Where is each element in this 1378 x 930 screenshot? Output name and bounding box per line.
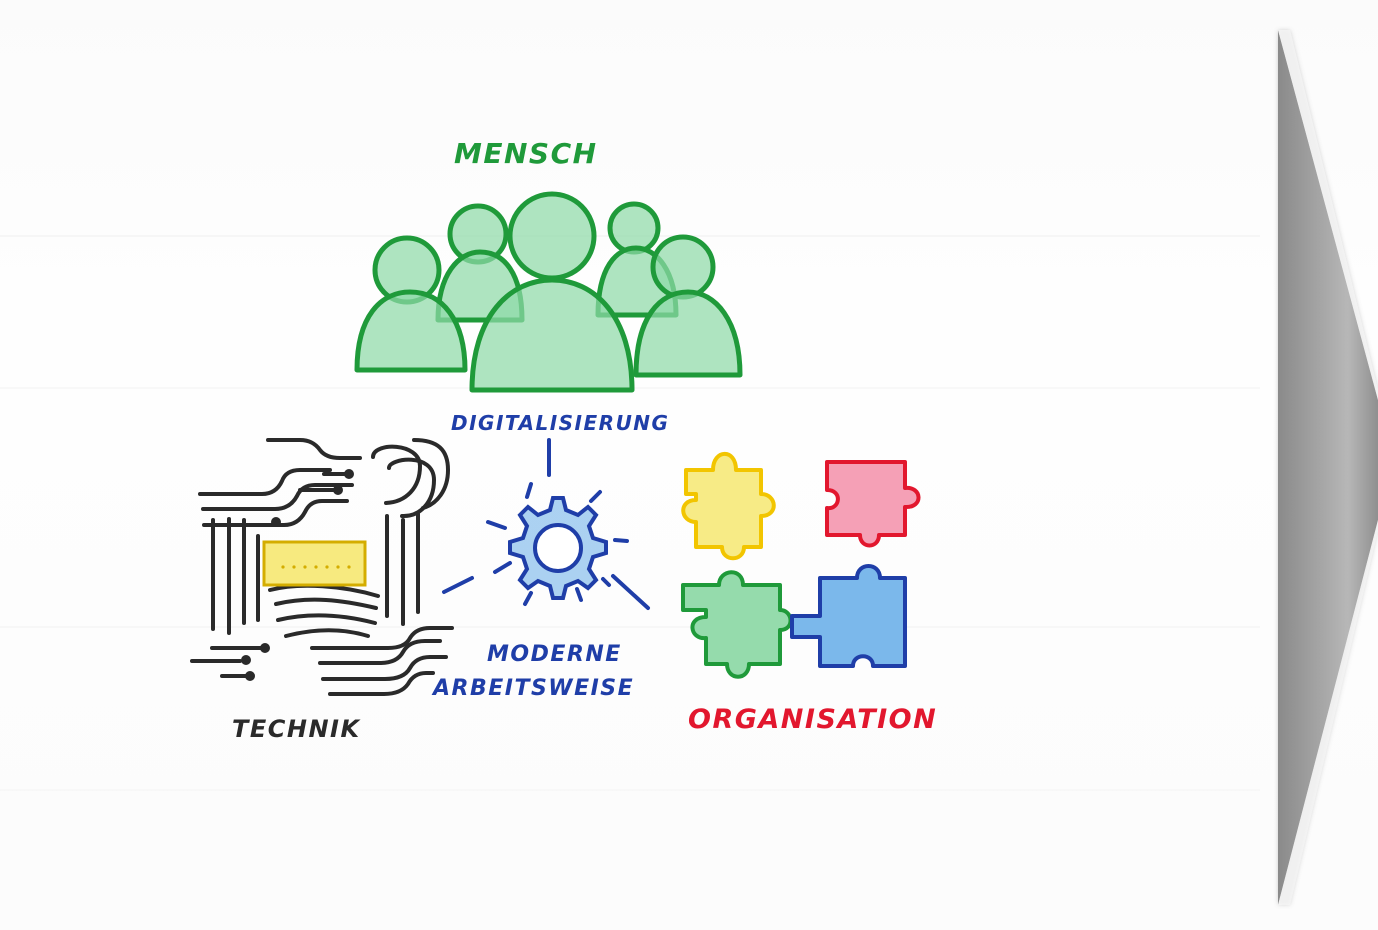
label-technik: TECHNIK bbox=[232, 715, 361, 743]
label-mensch: MENSCH bbox=[454, 137, 598, 170]
chip-icon bbox=[262, 540, 367, 587]
gear-icon bbox=[508, 496, 608, 600]
right-arrow-shape bbox=[1278, 30, 1378, 905]
paper-lines bbox=[0, 235, 1260, 791]
puzzle-blue-icon bbox=[790, 564, 907, 668]
label-moderne: MODERNE bbox=[487, 642, 622, 667]
puzzle-red-icon bbox=[825, 460, 921, 548]
label-digitalisierung: DIGITALISIERUNG bbox=[451, 411, 669, 435]
puzzle-green-icon bbox=[681, 570, 793, 679]
label-arbeitsweise: ARBEITSWEISE bbox=[431, 676, 634, 701]
label-organisation: ORGANISATION bbox=[688, 704, 937, 735]
puzzle-yellow-icon bbox=[681, 452, 776, 561]
circuit-icon bbox=[190, 438, 454, 696]
gear-rays bbox=[442, 438, 650, 610]
people-group-icon bbox=[354, 191, 743, 393]
